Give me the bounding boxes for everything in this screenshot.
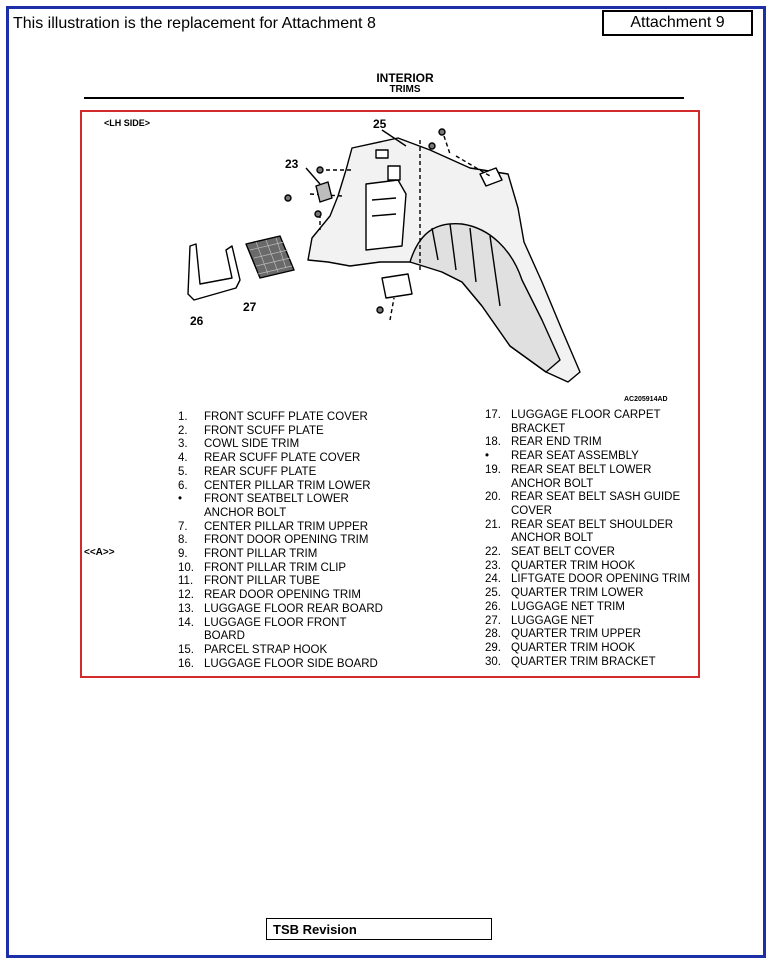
side-label: <LH SIDE> <box>104 118 151 128</box>
list-item: 18.REAR END TRIM <box>485 436 602 449</box>
list-item: BRACKET <box>511 422 566 435</box>
list-item: 10.FRONT PILLAR TRIM CLIP <box>178 561 347 574</box>
quarter-trim-hook-shape <box>315 181 333 203</box>
list-item: 27.LUGGAGE NET <box>485 614 595 627</box>
section-subtitle: TRIMS <box>389 84 421 95</box>
tsb-revision-box: TSB Revision <box>266 918 492 940</box>
list-item: 20.REAR SEAT BELT SASH GUIDE <box>485 491 681 504</box>
list-item: 12.REAR DOOR OPENING TRIM <box>178 589 361 602</box>
list-item: 1.FRONT SCUFF PLATE COVER <box>178 411 368 423</box>
list-item: 16.LUGGAGE FLOOR SIDE BOARD <box>178 657 378 670</box>
wheel-arch-shape <box>409 223 561 373</box>
list-item: 30.QUARTER TRIM BRACKET <box>485 655 656 668</box>
callout-25: 25 <box>373 117 387 131</box>
list-item: 15.PARCEL STRAP HOOK <box>178 643 328 656</box>
list-item: 21.REAR SEAT BELT SHOULDER <box>485 518 674 531</box>
list-item: 4.REAR SCUFF PLATE COVER <box>178 452 361 465</box>
list-item: 2.FRONT SCUFF PLATE <box>178 424 324 437</box>
header-rule <box>84 97 684 99</box>
attachment-label: Attachment 9 <box>602 10 753 36</box>
callout-27: 27 <box>243 300 257 314</box>
list-item: 7.CENTER PILLAR TRIM UPPER <box>178 520 369 533</box>
list-item: 9.FRONT PILLAR TRIM <box>178 548 318 561</box>
list-item: 19.REAR SEAT BELT LOWER <box>485 463 652 476</box>
parts-list-left: 1.FRONT SCUFF PLATE COVER 2.FRONT SCUFF … <box>178 411 383 671</box>
list-item: 24.LIFTGATE DOOR OPENING TRIM <box>485 573 691 586</box>
highlight-box <box>80 110 700 678</box>
list-item: 17.LUGGAGE FLOOR CARPET <box>485 409 661 421</box>
list-item: 5.REAR SCUFF PLATE <box>178 465 317 478</box>
section-title: INTERIOR <box>376 71 434 85</box>
reference-marker: <<A>> <box>84 547 115 558</box>
list-item: ANCHOR BOLT <box>511 532 594 545</box>
callout-23: 23 <box>285 157 299 171</box>
list-item: 23.QUARTER TRIM HOOK <box>485 559 636 572</box>
replacement-note: This illustration is the replacement for… <box>13 15 376 32</box>
list-item: 14.LUGGAGE FLOOR FRONT <box>178 616 347 629</box>
diagram-code: AC205914AD <box>624 396 668 403</box>
list-item: 22.SEAT BELT COVER <box>485 546 615 559</box>
list-item: 29.QUARTER TRIM HOOK <box>485 641 636 654</box>
list-item: ANCHOR BOLT <box>511 477 594 490</box>
list-item: 3.COWL SIDE TRIM <box>178 438 300 451</box>
list-item: COVER <box>511 504 552 517</box>
list-item: 13.LUGGAGE FLOOR REAR BOARD <box>178 602 383 615</box>
list-item: 26.LUGGAGE NET TRIM <box>485 600 625 613</box>
luggage-net-trim-shape <box>187 243 241 301</box>
parts-list-right: 17.LUGGAGE FLOOR CARPET BRACKET 18.REAR … <box>485 409 690 669</box>
list-item: BOARD <box>204 630 245 643</box>
list-item: 6.CENTER PILLAR TRIM LOWER <box>178 479 371 492</box>
luggage-net-shape <box>245 235 295 279</box>
trim-diagram: 25 23 26 27 <box>187 117 581 383</box>
callout-26: 26 <box>190 314 204 328</box>
list-item: 11.FRONT PILLAR TUBE <box>178 575 320 588</box>
list-item: •REAR SEAT ASSEMBLY <box>485 450 639 463</box>
list-item: •FRONT SEATBELT LOWER <box>178 493 349 506</box>
list-item: 28.QUARTER TRIM UPPER <box>485 628 641 641</box>
list-item: 25.QUARTER TRIM LOWER <box>485 587 644 600</box>
list-item: 8.FRONT DOOR OPENING TRIM <box>178 534 369 547</box>
list-item: ANCHOR BOLT <box>204 506 287 519</box>
